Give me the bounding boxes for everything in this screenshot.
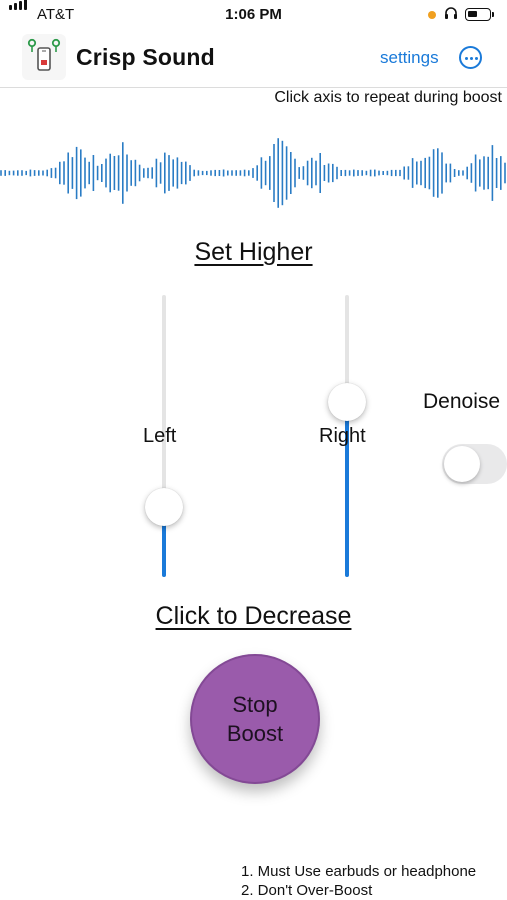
denoise-toggle[interactable]: [442, 444, 507, 484]
audio-waveform[interactable]: [0, 128, 507, 218]
denoise-label: Denoise: [423, 390, 501, 413]
note-item: 1. Must Use earbuds or headphone: [241, 863, 477, 880]
privacy-indicator-dot: [428, 11, 436, 19]
stop-boost-label: Stop Boost: [226, 692, 284, 746]
status-bar: AT&T 1:06 PM: [0, 0, 507, 30]
battery-icon: [465, 8, 491, 21]
app-logo: [22, 34, 66, 80]
stop-boost-button[interactable]: Stop Boost: [190, 654, 320, 784]
left-slider-track[interactable]: [162, 295, 166, 577]
left-slider-thumb[interactable]: [145, 487, 183, 526]
status-time: 1:06 PM: [225, 6, 282, 23]
ellipsis-circle-icon[interactable]: [459, 46, 482, 69]
left-slider-label: Left: [143, 425, 177, 447]
headphones-icon: [444, 6, 458, 23]
right-slider-label: Right: [319, 425, 366, 447]
click-to-decrease-link[interactable]: Click to Decrease: [155, 602, 352, 630]
carrier-label: AT&T: [37, 6, 75, 23]
usage-notes: 1. Must Use earbuds or headphone 2. Don'…: [241, 862, 476, 900]
right-slider-fill: [345, 402, 349, 577]
app-title: Crisp Sound: [76, 44, 215, 70]
header-divider: [0, 87, 507, 88]
settings-link[interactable]: settings: [380, 48, 439, 67]
right-slider-thumb[interactable]: [328, 383, 366, 422]
denoise-toggle-knob: [444, 446, 480, 482]
repeat-hint: Click axis to repeat during boost: [274, 89, 502, 106]
set-higher-link[interactable]: Set Higher: [194, 238, 313, 266]
left-slider-fill: [162, 506, 166, 577]
battery-tip: [492, 12, 494, 17]
note-item: 2. Don't Over-Boost: [241, 882, 373, 899]
